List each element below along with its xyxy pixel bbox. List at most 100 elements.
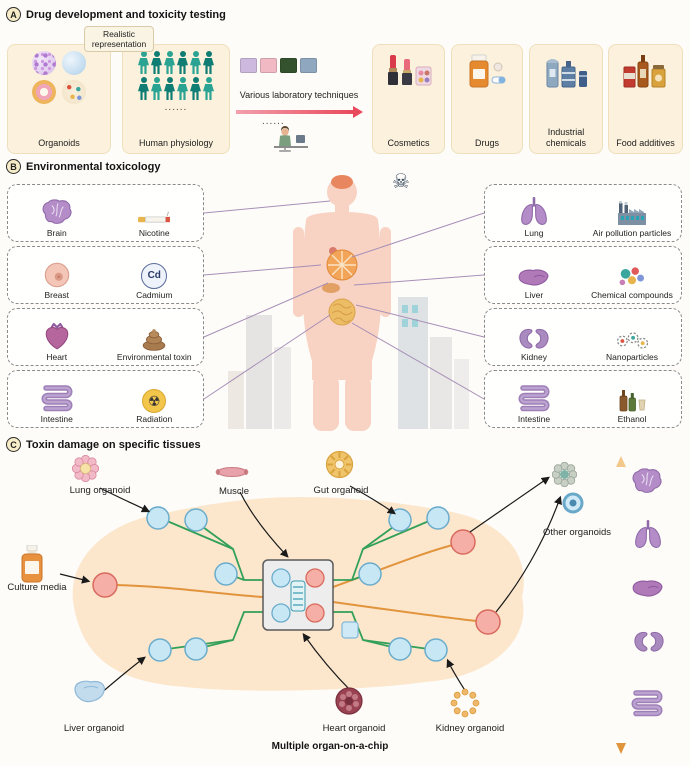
- organ-label: Heart: [46, 351, 68, 362]
- culture-media-bottle-icon: [21, 545, 43, 583]
- environmental-toxin-icon: [141, 327, 167, 351]
- cigarette-icon: [137, 211, 171, 227]
- lung-organoid-label: Lung organoid: [69, 485, 131, 496]
- person-icon: [138, 51, 149, 74]
- ethanol-cell: Ethanol: [583, 371, 681, 427]
- organ-on-chip-diagram: [59, 456, 626, 754]
- human-physiology-box: ...... Human physiology: [122, 44, 230, 154]
- panel-b-badge: B: [6, 159, 21, 174]
- radiation-icon: ☢: [142, 388, 167, 413]
- organoids-box: Organoids: [7, 44, 111, 154]
- human-physiology-label: Human physiology: [138, 137, 214, 148]
- liver-organoid-label: Liver organoid: [63, 723, 125, 734]
- organ-label: Intestine: [517, 413, 551, 424]
- other-organoid-flower-icon: [552, 462, 577, 487]
- person-icon: [151, 51, 162, 74]
- other-organoids-label: Other organoids: [542, 527, 612, 538]
- blue-wells: [146, 506, 450, 662]
- person-icon: [164, 51, 175, 74]
- panel-c-title: Toxin damage on specific tissues: [26, 438, 201, 451]
- industrial-chemicals-box: Industrial chemicals: [529, 44, 603, 154]
- toxin-label: Radiation: [136, 413, 173, 424]
- organ-label: Lung: [524, 227, 544, 238]
- drugs-label: Drugs: [474, 137, 499, 148]
- realistic-representation-tag: Realistic representation: [84, 26, 154, 53]
- person-icon: [177, 51, 188, 74]
- organoid-icons: [32, 51, 86, 104]
- drugs-icon: [469, 54, 506, 88]
- organoid-icon: [32, 51, 56, 75]
- muscle-icon: [215, 467, 249, 477]
- organoid-icon: [62, 51, 86, 75]
- factory-icon: [616, 201, 648, 227]
- chip-module-square: [341, 621, 359, 639]
- air-pollution-cell: Air pollution particles: [583, 185, 681, 241]
- panel-a-badge: A: [6, 7, 21, 22]
- culture-media-label: Culture media: [7, 582, 67, 593]
- person-icon: [203, 51, 214, 74]
- breast-cadmium-box: Breast Cd Cadmium: [7, 246, 204, 304]
- organ-label: Intestine: [40, 413, 73, 424]
- organ-label: Liver: [524, 289, 544, 300]
- gut-organoid-label: Gut organoid: [313, 485, 369, 496]
- brain-nicotine-box: Brain Nicotine: [7, 184, 204, 242]
- person-icon: [190, 77, 201, 100]
- kidney-organoid-icon: [450, 688, 480, 718]
- kidney-column-icon: [633, 630, 665, 654]
- nanoparticles-icon: [616, 331, 648, 351]
- cadmium-icon: Cd: [141, 262, 168, 289]
- food-additives-label: Food additives: [616, 137, 675, 148]
- instrument-image-icon: [300, 58, 317, 73]
- organoid-icon: [32, 80, 56, 104]
- nanoparticles-cell: Nanoparticles: [583, 309, 681, 365]
- panel-a-header: A Drug development and toxicity testing: [6, 7, 226, 22]
- person-icon: [164, 77, 175, 100]
- technique-thumbnails: [240, 58, 317, 73]
- chemical-compounds-cell: Chemical compounds: [583, 247, 681, 303]
- people-icons: ......: [138, 51, 214, 113]
- drugs-box: Drugs: [451, 44, 523, 154]
- chip-caption: Multiple organ-on-a-chip: [271, 741, 389, 752]
- person-icon: [151, 77, 162, 100]
- lung-icon: [519, 197, 549, 227]
- industrial-chemicals-label: Industrial chemicals: [545, 127, 586, 148]
- organ-label: Brain: [46, 227, 67, 238]
- muscle-label: Muscle: [218, 486, 250, 497]
- cosmetics-icon: [387, 55, 431, 86]
- fluorescence-image-icon: [280, 58, 297, 73]
- intestine-ethanol-box: Intestine Ethanol: [484, 370, 682, 428]
- liver-compounds-box: Liver Chemical compounds: [484, 246, 682, 304]
- chemical-compounds-icon: [617, 265, 647, 289]
- microscopy-image-icon: [240, 58, 257, 73]
- person-icon: [190, 51, 201, 74]
- right-arrow-icon: [236, 105, 363, 118]
- breast-cell: Breast: [8, 247, 106, 303]
- kidney-nanoparticles-box: Kidney Nanoparticles: [484, 308, 682, 366]
- pink-wells: [92, 529, 501, 635]
- heart-organoid-icon: [335, 687, 363, 715]
- heart-icon: [43, 323, 71, 351]
- intestine-icon: [40, 383, 74, 413]
- liver-organoid-icon: [74, 680, 105, 703]
- lung-organoid-icon: [72, 455, 99, 482]
- city-background: [228, 297, 469, 429]
- radiation-glyph: ☢: [147, 392, 161, 409]
- person-icon: [177, 77, 188, 100]
- liver-column-icon: [631, 578, 665, 600]
- lung-cell: Lung: [485, 185, 583, 241]
- panel-b-header: B Environmental toxicology: [6, 159, 160, 174]
- radiation-cell: ☢ Radiation: [106, 371, 204, 427]
- kidney-cell: Kidney: [485, 309, 583, 365]
- intestine-cell: Intestine: [8, 371, 106, 427]
- food-additives-box: Food additives: [608, 44, 683, 154]
- vertical-scale-arrow: [616, 456, 626, 754]
- toxin-label: Nanoparticles: [606, 351, 658, 362]
- organ-label: Breast: [44, 289, 70, 300]
- cadmium-symbol: Cd: [147, 270, 161, 281]
- toxin-label: Chemical compounds: [591, 289, 673, 300]
- heart-organoid-label: Heart organoid: [322, 723, 386, 734]
- orange-channels: [116, 544, 477, 622]
- organoid-icon: [62, 80, 86, 104]
- brain-column-icon: [630, 468, 664, 496]
